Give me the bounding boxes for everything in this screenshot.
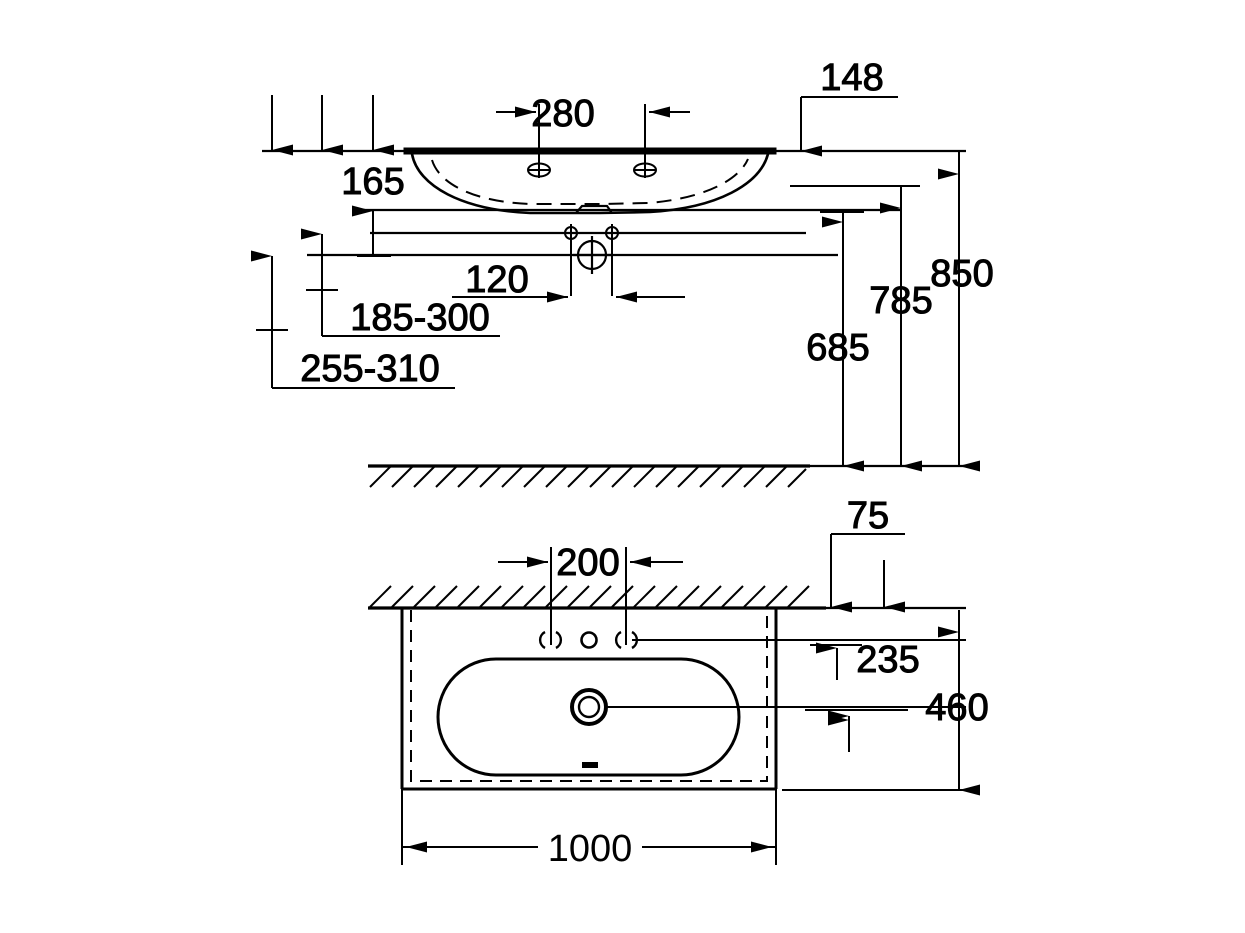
dimension-685 (820, 211, 864, 472)
dimension-785 (790, 185, 922, 472)
dimension-460 (782, 610, 980, 796)
dimension-280 (496, 104, 690, 172)
dimension-280-label: 280 (531, 93, 594, 135)
elevation-left-arrows (271, 95, 394, 156)
dimension-1000-label-top: 1000 (548, 828, 633, 870)
dimension-148 (800, 96, 898, 157)
dimension-165 (352, 205, 391, 257)
label-mask-1000 (538, 826, 642, 868)
tap-hole-left-plan (538, 630, 563, 650)
dimension-460-label: 460 (925, 687, 988, 729)
floor-section-elevation (368, 464, 810, 488)
center-hole-plan (580, 631, 598, 649)
dimension-148-label: 148 (820, 57, 883, 99)
dimension-685-label: 685 (806, 327, 869, 369)
dimension-120-label: 120 (465, 259, 528, 301)
dimension-120 (452, 233, 685, 303)
dimension-255-310-label: 255-310 (300, 348, 439, 390)
dimension-75 (830, 533, 905, 613)
dimension-185-300 (301, 228, 500, 337)
overflow-slot-plan (582, 762, 598, 768)
dimension-255-310 (251, 250, 455, 389)
basin-bowl-outline (410, 153, 770, 215)
waste-outlet-elevation (573, 236, 611, 274)
plan-view: 200 75 235 460 (368, 495, 989, 871)
dimension-785-label: 785 (869, 280, 932, 322)
dimension-235-label: 235 (856, 639, 919, 681)
dimension-200 (498, 547, 683, 645)
dimension-200-label: 200 (556, 542, 619, 584)
basin-inner-dashed-plan (410, 610, 768, 782)
basin-bowl-inner-dashed (431, 158, 749, 205)
front-elevation-view: 280 148 165 185-300 (251, 57, 994, 488)
dimension-165-label: 165 (341, 161, 404, 203)
waste-outlet-plan (570, 688, 608, 726)
basin-outline-plan (400, 608, 778, 791)
dimension-75-label: 75 (847, 495, 889, 537)
dimension-235 (805, 642, 908, 752)
basin-bowl-plan (436, 657, 741, 777)
wall-section-plan (368, 585, 966, 610)
dimension-850-label: 850 (930, 253, 993, 295)
dimension-185-300-label: 185-300 (350, 297, 489, 339)
